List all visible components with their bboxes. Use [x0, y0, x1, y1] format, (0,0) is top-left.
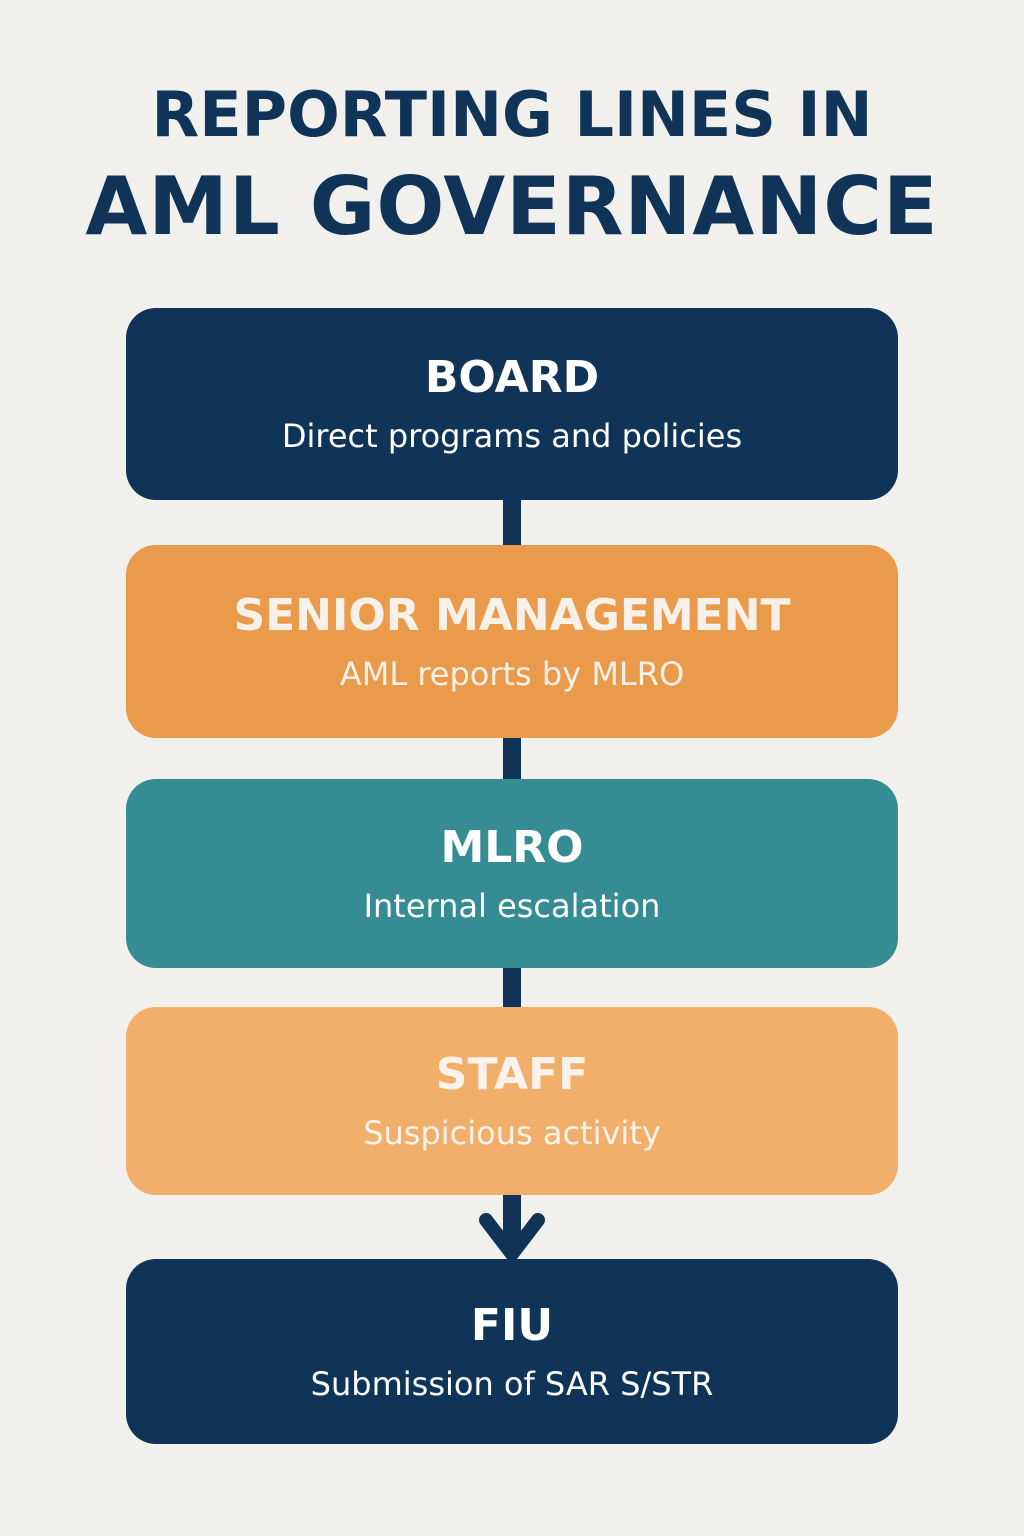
level-label: MLRO	[440, 821, 584, 873]
level-description: Submission of SAR S/STR	[310, 1364, 714, 1403]
connector-senior-mlro	[503, 736, 521, 782]
level-description: Internal escalation	[363, 886, 661, 925]
connector-mlro-staff	[503, 966, 521, 1010]
level-label: BOARD	[424, 352, 600, 403]
arrow-down-icon	[479, 1213, 545, 1260]
level-board: BOARD Direct programs and policies	[126, 308, 898, 500]
level-fiu: FIU Submission of SAR S/STR	[126, 1259, 898, 1444]
title-line-1: REPORTING LINES IN	[151, 78, 873, 151]
level-mlro: MLRO Internal escalation	[126, 779, 898, 968]
level-label: STAFF	[435, 1049, 589, 1100]
level-description: AML reports by MLRO	[339, 654, 685, 693]
level-description: Direct programs and policies	[281, 417, 743, 455]
level-label: SENIOR MANAGEMENT	[233, 589, 791, 641]
connector-board-senior	[503, 498, 521, 548]
level-senior-management: SENIOR MANAGEMENT AML reports by MLRO	[126, 545, 898, 738]
title-line-2: AML GOVERNANCE	[85, 160, 939, 253]
level-label: FIU	[470, 1299, 554, 1351]
level-staff: STAFF Suspicious activity	[126, 1007, 898, 1195]
level-description: Suspicious activity	[363, 1114, 661, 1152]
connector-staff-fiu	[503, 1193, 521, 1243]
